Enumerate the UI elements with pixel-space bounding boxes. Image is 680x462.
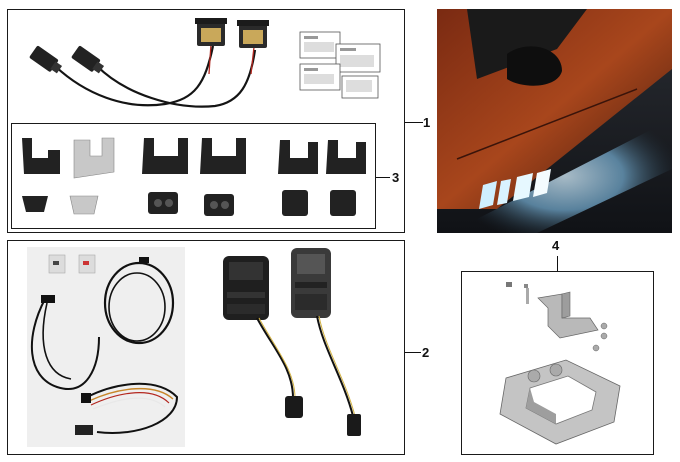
projector-modules [223,248,361,436]
cable-set-background [27,247,185,447]
callout-2-leader [405,352,421,354]
harness-with-connectors [29,18,269,108]
bracket-and-screws [506,282,608,352]
mounting-brackets [22,137,366,179]
callout-1: 1 [423,115,431,130]
m-logo [479,169,551,209]
cable-set [30,254,179,435]
mounting-clips [22,190,356,216]
instruction-sheets [299,31,381,99]
callout-4: 4 [552,238,560,253]
part-group-3-frame [11,123,376,229]
mounting-frame [499,359,621,445]
callout-2: 2 [422,345,430,360]
callout-3-leader [376,177,390,179]
callout-3: 3 [392,170,400,185]
callout-1-leader [405,122,423,124]
car-puddle-light-photo [437,9,672,233]
callout-4-leader [557,256,559,271]
